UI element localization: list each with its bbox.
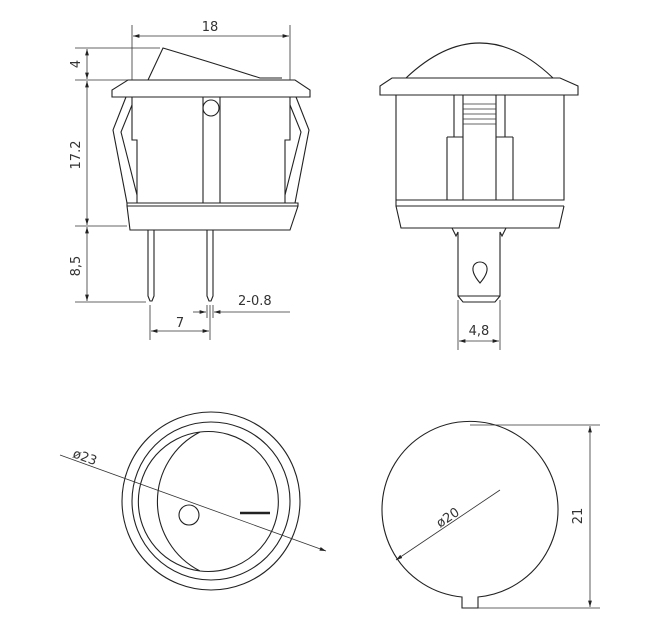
body-outline: [381, 420, 559, 609]
dim-pin-pitch: 7: [176, 316, 184, 331]
dim-diameter-20: ø20: [434, 505, 463, 531]
inner-circle: [131, 421, 291, 581]
dim-rocker-height: 4: [69, 60, 84, 68]
clip-right: [284, 96, 310, 204]
pin-left: [147, 230, 155, 302]
dim-pin-length: 8,5: [69, 256, 84, 277]
bottom-view: 21 ø20: [381, 420, 600, 609]
terminal: [451, 227, 507, 303]
body: [395, 95, 565, 229]
body-right: [284, 97, 291, 203]
pin-right: [206, 230, 214, 302]
dim-height-21: 21: [571, 508, 586, 525]
body-left: [131, 97, 138, 203]
front-view: 18 4 17.2 8,5 7 2-0.8: [69, 20, 311, 340]
indicator-circle: [202, 99, 220, 117]
side-view: 4,8: [379, 42, 579, 350]
flange: [111, 79, 311, 98]
flange: [379, 77, 579, 96]
dim-body-height: 17.2: [69, 141, 84, 170]
off-symbol: [178, 504, 200, 526]
rocker-crescent: [137, 430, 279, 573]
dome: [405, 42, 554, 79]
center-slot: [202, 97, 221, 203]
center-guides: [446, 95, 514, 200]
dim-width: 18: [202, 20, 219, 35]
ribs: [463, 103, 496, 125]
clip-left: [112, 96, 138, 204]
terminal-hole: [472, 261, 488, 284]
top-view: ø23: [59, 411, 327, 591]
base: [126, 202, 299, 231]
dim-pin-width: 2-0.8: [238, 294, 272, 309]
outer-circle: [121, 411, 301, 591]
dim-diameter-23: ø23: [71, 447, 99, 469]
rocker: [147, 47, 282, 81]
dim-terminal-width: 4,8: [469, 324, 490, 339]
